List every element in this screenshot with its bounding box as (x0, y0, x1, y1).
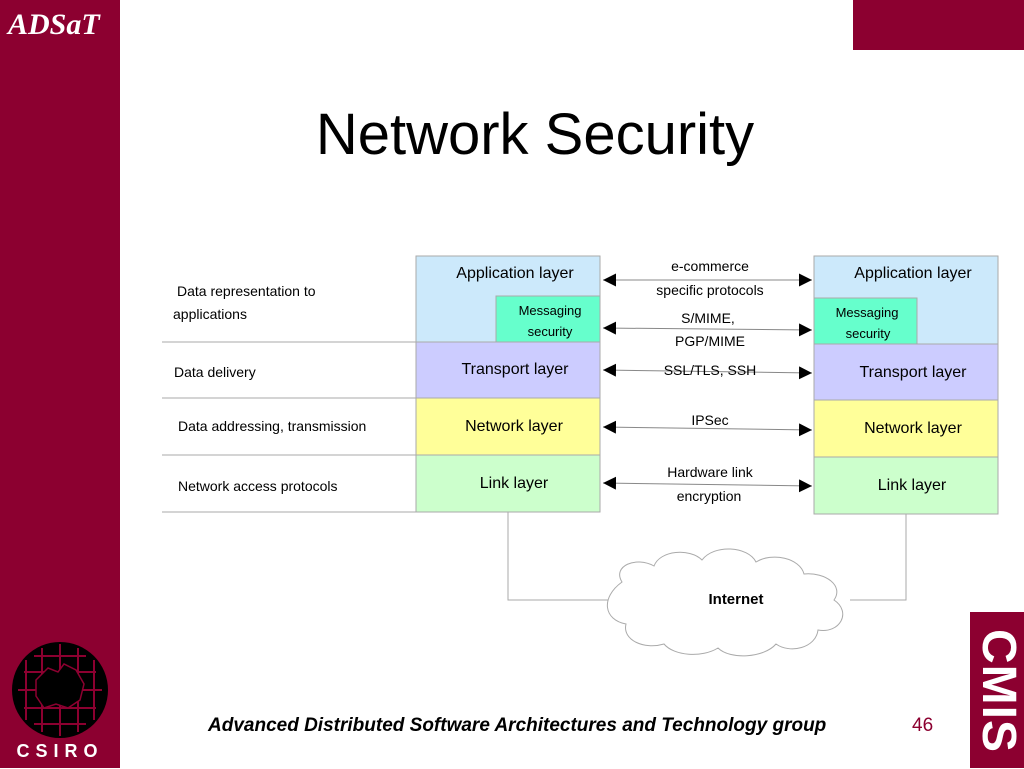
right-messaging-security-box (813, 297, 918, 345)
right-internet-connector (850, 514, 907, 601)
left-network-layer-box (415, 397, 601, 456)
left-network-layer-label: Network layer (465, 418, 563, 435)
cmis-logo: CMIS (970, 612, 1024, 768)
row-description-presentation-cont: applications (173, 306, 247, 322)
right-application-layer-label: Application layer (854, 265, 972, 282)
top-right-accent (853, 0, 1024, 50)
left-application-layer-label: Application layer (456, 265, 574, 282)
csiro-label: CSIRO (16, 741, 104, 761)
right-messaging-label: Messaging (836, 305, 899, 320)
right-link-layer-box (813, 456, 999, 515)
smime-label-cont: PGP/MIME (675, 333, 745, 349)
row-description-addressing: Data addressing, transmission (178, 418, 366, 434)
adsat-logo: ADSaT (8, 8, 100, 41)
left-link-layer-label: Link layer (480, 475, 549, 492)
right-network-layer-label: Network layer (864, 420, 962, 437)
right-security-label: security (846, 326, 891, 341)
right-link-layer-label: Link layer (878, 477, 947, 494)
right-transport-layer-box (813, 343, 999, 401)
internet-label: Internet (708, 591, 763, 608)
row-description-presentation: Data representation to (177, 283, 316, 299)
left-transport-layer-box (415, 341, 601, 399)
left-link-layer-box (415, 454, 601, 513)
ecommerce-label-cont: specific protocols (656, 282, 763, 298)
csiro-logo (12, 642, 108, 738)
smime-label: S/MIME, (681, 310, 735, 326)
page-number: 46 (912, 715, 934, 736)
left-transport-layer-label: Transport layer (462, 361, 570, 378)
hardware-arrow (602, 476, 813, 493)
ipsec-label: IPSec (691, 412, 728, 428)
left-messaging-security-box (495, 295, 601, 343)
row-description-delivery: Data delivery (174, 364, 256, 380)
hardware-label-cont: encryption (677, 488, 742, 504)
internet-cloud (606, 548, 844, 657)
ssl-arrow (602, 363, 813, 380)
hardware-label: Hardware link (667, 464, 754, 480)
left-messaging-label: Messaging (519, 303, 582, 318)
left-internet-connector (507, 512, 612, 601)
left-brand-sidebar: ADSaT CSIRO (0, 0, 120, 768)
right-network-layer-box (813, 399, 999, 458)
ssl-label: SSL/TLS, SSH (664, 362, 757, 378)
ipsec-arrow (602, 420, 813, 437)
left-security-label: security (528, 324, 573, 339)
row-description-access: Network access protocols (178, 478, 338, 494)
ecommerce-label: e-commerce (671, 258, 749, 274)
right-transport-layer-label: Transport layer (860, 364, 968, 381)
slide-title: Network Security (315, 102, 755, 167)
smime-arrow (602, 321, 813, 337)
footer-group-name: Advanced Distributed Software Architectu… (208, 715, 827, 736)
